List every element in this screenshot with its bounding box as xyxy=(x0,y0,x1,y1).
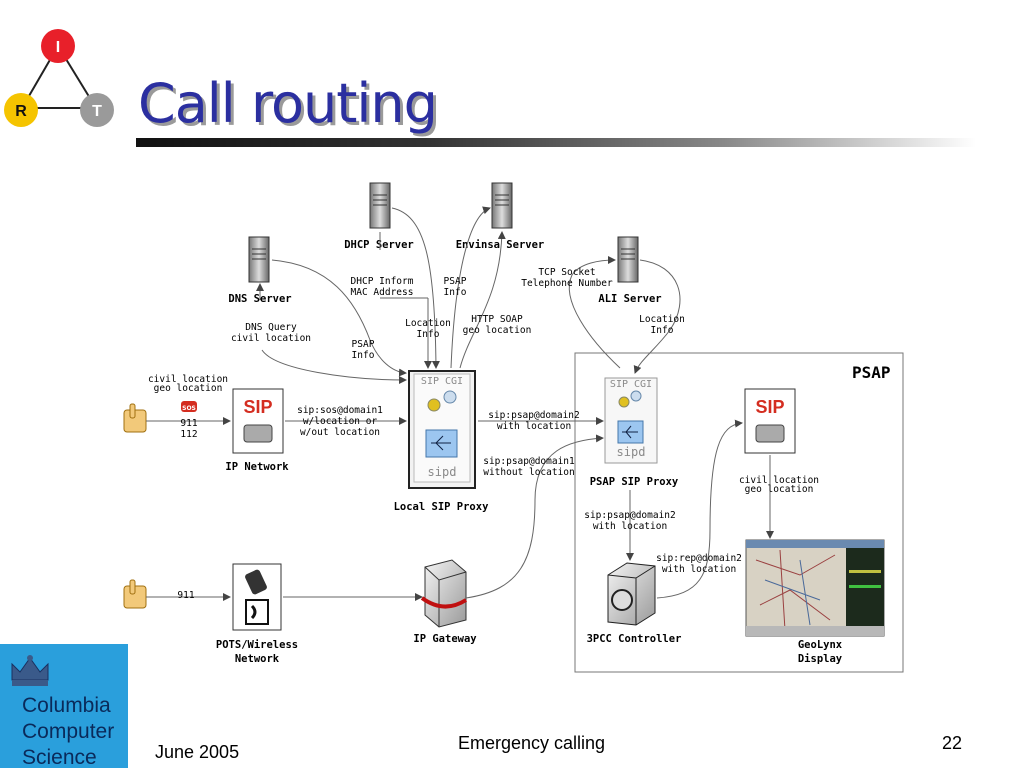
ali-server-label: ALI Server xyxy=(598,293,661,305)
sip-psap-with-label-1: sip:psap@domain2 xyxy=(488,410,580,421)
local-globe-icon xyxy=(443,390,457,404)
columbia-logo-text: Columbia Computer Science xyxy=(22,693,114,771)
tcp-socket-label-2: Telephone Number xyxy=(521,278,613,289)
civil-geo-right-label-1: civil location xyxy=(739,475,819,486)
page-number: 22 xyxy=(942,733,963,753)
footer-title: Emergency calling xyxy=(458,733,606,753)
local-sip-proxy-label: Local SIP Proxy xyxy=(394,501,490,513)
psap-boundary xyxy=(574,352,904,673)
logo-line-3: Science xyxy=(22,746,97,769)
logo-line-2: Computer xyxy=(22,720,115,743)
pccc-controller-label: 3PCC Controller xyxy=(587,633,682,645)
psap-info-top-label-2: Info xyxy=(444,287,467,298)
irt-logo: I R T xyxy=(4,29,114,127)
ali-server-icon xyxy=(617,236,639,283)
psap-gear-icon xyxy=(618,396,630,408)
ip-phone-sip-logo: SIP xyxy=(243,397,272,417)
title-rule xyxy=(136,138,976,147)
local-sip-proxy-box: SIP CGI sipd xyxy=(408,370,476,489)
location-info-right-label-1: Location xyxy=(639,314,685,325)
geolynx-map-image xyxy=(745,539,885,637)
sip-psap-without-label-1: sip:psap@domain1 xyxy=(483,456,575,467)
ip-network-label: IP Network xyxy=(225,461,289,473)
http-soap-label-2: geo location xyxy=(463,325,532,336)
irt-t-circle xyxy=(80,93,114,127)
civil-geo-left-label-2: geo location xyxy=(154,383,223,394)
ip-phone-box: SIP xyxy=(232,388,284,454)
sos-phone-icon: SOS xyxy=(181,401,197,412)
psap-phone-box: SIP xyxy=(744,388,796,454)
irt-t-letter: T xyxy=(92,103,102,120)
location-info-left-label-2: Info xyxy=(417,329,440,340)
sip-psap-without-label-2: without location xyxy=(483,467,575,478)
sip-psap-3pcc-label-2: with location xyxy=(593,521,667,532)
connection-lines xyxy=(146,206,774,601)
ip-gateway-icon xyxy=(420,559,468,628)
sip-sos-label-2: w/location or xyxy=(303,416,378,427)
psap-phone-handset-icon xyxy=(755,424,785,443)
sip-psap-with-label-2: with location xyxy=(497,421,571,432)
psap-sip-proxy-label: PSAP SIP Proxy xyxy=(590,476,679,488)
sip-rep-label-2: with location xyxy=(662,564,736,575)
sip-rep-label-1: sip:rep@domain2 xyxy=(656,553,742,564)
psap-sip-cgi-label: SIP CGI xyxy=(610,379,652,390)
dhcp-inform-label-1: DHCP Inform xyxy=(351,276,414,287)
psap-globe-icon xyxy=(630,390,642,402)
envinsa-server-label: Envinsa Server xyxy=(456,239,545,251)
irt-r-circle xyxy=(4,93,38,127)
landline-phone-icon xyxy=(245,599,269,625)
envinsa-server-icon xyxy=(491,182,513,229)
psap-phone-sip-logo: SIP xyxy=(755,397,784,417)
dhcp-inform-label-2: MAC Address xyxy=(351,287,414,298)
pots-911-label: 911 xyxy=(177,590,194,601)
irt-i-circle xyxy=(41,29,75,63)
mobile-phone-icon xyxy=(245,569,267,595)
location-info-left-label-1: Location xyxy=(405,318,451,329)
slide-title: Call routing xyxy=(138,72,438,135)
psap-sipd-label: sipd xyxy=(617,445,646,459)
sip-psap-3pcc-label-1: sip:psap@domain2 xyxy=(584,510,676,521)
dhcp-server-label: DHCP Server xyxy=(344,239,414,251)
footer-date: June 2005 xyxy=(155,742,240,762)
pccc-controller-icon xyxy=(607,562,656,626)
dns-query-label-1: DNS Query xyxy=(245,322,297,333)
dns-server-icon xyxy=(248,236,270,283)
ip-gateway-label: IP Gateway xyxy=(413,633,477,645)
http-soap-label-1: HTTP SOAP xyxy=(471,314,523,325)
caller-hand-icon-top xyxy=(123,403,147,433)
tcp-socket-label-1: TCP Socket xyxy=(538,267,595,278)
ip-phone-handset-icon xyxy=(243,424,273,443)
civil-geo-left-label-1: civil location xyxy=(148,374,228,385)
pots-network-label-line1: POTS/Wireless xyxy=(216,639,298,651)
civil-geo-right-label-2: geo location xyxy=(745,484,814,495)
geolynx-display-label-line2: Display xyxy=(798,653,843,665)
psap-info-top-label-1: PSAP xyxy=(444,276,467,287)
irt-i-letter: I xyxy=(56,39,60,56)
sip-sos-label-3: w/out location xyxy=(300,427,380,438)
pots-wireless-box xyxy=(232,563,282,631)
emergency-number-112: 112 xyxy=(180,429,197,440)
columbia-logo xyxy=(0,644,128,768)
sos-phone-label: SOS xyxy=(182,405,196,412)
psap-sip-proxy-box: SIP CGI sipd xyxy=(604,377,658,464)
local-sipd-label: sipd xyxy=(428,465,457,479)
local-sip-cgi-label: SIP CGI xyxy=(421,376,463,387)
psap-info-mid-label-2: Info xyxy=(352,350,375,361)
caller-hand-icon-bottom xyxy=(123,579,147,609)
psap-box-title: PSAP xyxy=(852,363,891,382)
sip-sos-label-1: sip:sos@domain1 xyxy=(297,405,383,416)
psap-info-mid-label-1: PSAP xyxy=(352,339,375,350)
geolynx-display-label-line1: GeoLynx xyxy=(798,639,843,651)
dhcp-server-icon xyxy=(369,182,391,229)
dns-query-label-2: civil location xyxy=(231,333,311,344)
local-gear-icon xyxy=(427,398,441,412)
pots-network-label-line2: Network xyxy=(235,653,280,665)
location-info-right-label-2: Info xyxy=(651,325,674,336)
irt-r-letter: R xyxy=(15,103,27,120)
crown-icon xyxy=(11,655,49,686)
emergency-number-911: 911 xyxy=(180,418,197,429)
logo-line-1: Columbia xyxy=(22,694,111,717)
